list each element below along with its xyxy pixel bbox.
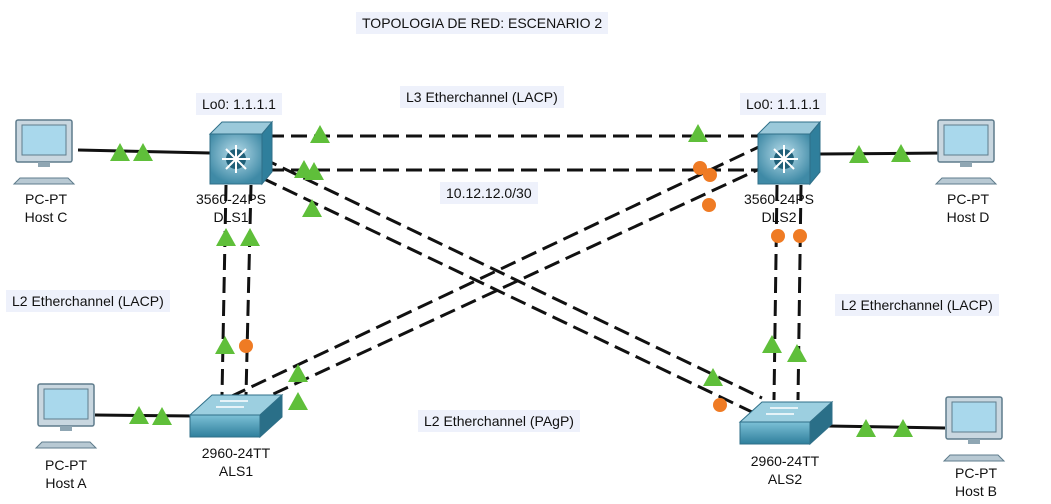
- pc-icon: [12, 119, 76, 185]
- dls1-model: 3560-24PS: [195, 191, 267, 207]
- link-dls2-als2-a: [772, 184, 779, 401]
- als1-name: ALS1: [218, 463, 254, 479]
- dls2-loopback-label: Lo0: 1.1.1.1: [740, 93, 826, 115]
- link-dls2-als1-a: [231, 142, 766, 398]
- host-d-name: Host D: [946, 209, 990, 225]
- port-pending-marker: [693, 161, 707, 175]
- port-up-marker: [215, 336, 235, 354]
- port-up-marker: [304, 162, 324, 180]
- host-a-name: Host A: [45, 475, 87, 491]
- host-a-type: PC-PT: [45, 457, 87, 473]
- port-up-marker: [110, 143, 130, 161]
- diagram-title: TOPOLOGIA DE RED: ESCENARIO 2: [356, 12, 609, 34]
- access-switch-icon: [188, 393, 284, 439]
- als1-model: 2960-24TT: [201, 445, 271, 461]
- als2-name: ALS2: [767, 471, 803, 487]
- port-pending-marker: [771, 229, 785, 243]
- dls2-name: DLS2: [761, 209, 797, 225]
- port-up-marker: [216, 228, 236, 246]
- port-up-marker: [891, 144, 911, 162]
- l3-etherchannel-label: L3 Etherchannel (LACP): [400, 86, 564, 108]
- host-c-name: Host C: [24, 209, 68, 225]
- port-pending-marker: [703, 168, 717, 182]
- port-pending-marker: [793, 229, 807, 243]
- port-up-marker: [688, 124, 708, 142]
- pc-icon: [34, 383, 98, 449]
- pc-icon: [942, 396, 1006, 462]
- link-dls1-als2-b: [261, 176, 753, 414]
- pc-icon: [934, 119, 998, 185]
- host-a-label: PC-PT Host A: [26, 456, 106, 492]
- l2-etherchannel-left-label: L2 Etherchannel (LACP): [6, 290, 170, 312]
- port-pending-marker: [239, 339, 253, 353]
- port-up-marker: [133, 143, 153, 161]
- port-up-marker: [240, 228, 260, 246]
- host-b-label: PC-PT Host B: [936, 464, 1016, 500]
- link-dls2-als2-b: [796, 184, 803, 401]
- als2-label: 2960-24TT ALS2: [735, 452, 835, 488]
- host-c-label: PC-PT Host C: [6, 190, 86, 226]
- port-up-marker: [893, 419, 913, 437]
- subnet-label: 10.12.12.0/30: [440, 182, 538, 204]
- link-dls1-als1-b: [244, 184, 253, 396]
- port-up-marker: [288, 392, 308, 410]
- port-up-marker: [849, 145, 869, 163]
- host-b-type: PC-PT: [955, 465, 997, 481]
- port-indicators: [110, 124, 913, 437]
- port-up-marker: [856, 419, 876, 437]
- l2-etherchannel-right-label: L2 Etherchannel (LACP): [835, 294, 999, 316]
- port-up-marker: [762, 335, 782, 353]
- access-switch-icon: [738, 400, 834, 446]
- port-up-marker: [302, 199, 322, 217]
- links: [77, 134, 946, 430]
- als2-model: 2960-24TT: [750, 453, 820, 469]
- link-dls1-als1-a: [220, 184, 228, 396]
- link-hosta-als1: [94, 413, 195, 418]
- port-up-marker: [787, 344, 807, 362]
- dls1-loopback-label: Lo0: 1.1.1.1: [196, 93, 282, 115]
- host-d-label: PC-PT Host D: [928, 190, 1008, 226]
- port-up-marker: [288, 364, 308, 382]
- port-up-marker: [152, 407, 172, 425]
- dls1-label: 3560-24PS DLS1: [186, 190, 276, 226]
- dls2-label: 3560-24PS DLS2: [734, 190, 824, 226]
- dls1-name: DLS1: [213, 209, 249, 225]
- l2-pagp-label: L2 Etherchannel (PAgP): [418, 410, 580, 432]
- port-up-marker: [310, 125, 330, 143]
- port-up-marker: [703, 368, 723, 386]
- dls2-model: 3560-24PS: [743, 191, 815, 207]
- host-b-name: Host B: [954, 483, 997, 499]
- link-dls1-als2-a: [261, 156, 763, 400]
- host-d-type: PC-PT: [947, 191, 989, 207]
- link-dls2-hostd: [819, 151, 946, 156]
- port-up-marker: [129, 406, 149, 424]
- port-pending-marker: [713, 398, 727, 412]
- link-als2-hostb: [827, 424, 946, 430]
- port-pending-marker: [702, 198, 716, 212]
- multilayer-switch-icon: [208, 120, 274, 186]
- als1-label: 2960-24TT ALS1: [186, 444, 286, 480]
- host-c-type: PC-PT: [25, 191, 67, 207]
- link-dls2-als1-b: [255, 163, 769, 404]
- multilayer-switch-icon: [756, 120, 822, 186]
